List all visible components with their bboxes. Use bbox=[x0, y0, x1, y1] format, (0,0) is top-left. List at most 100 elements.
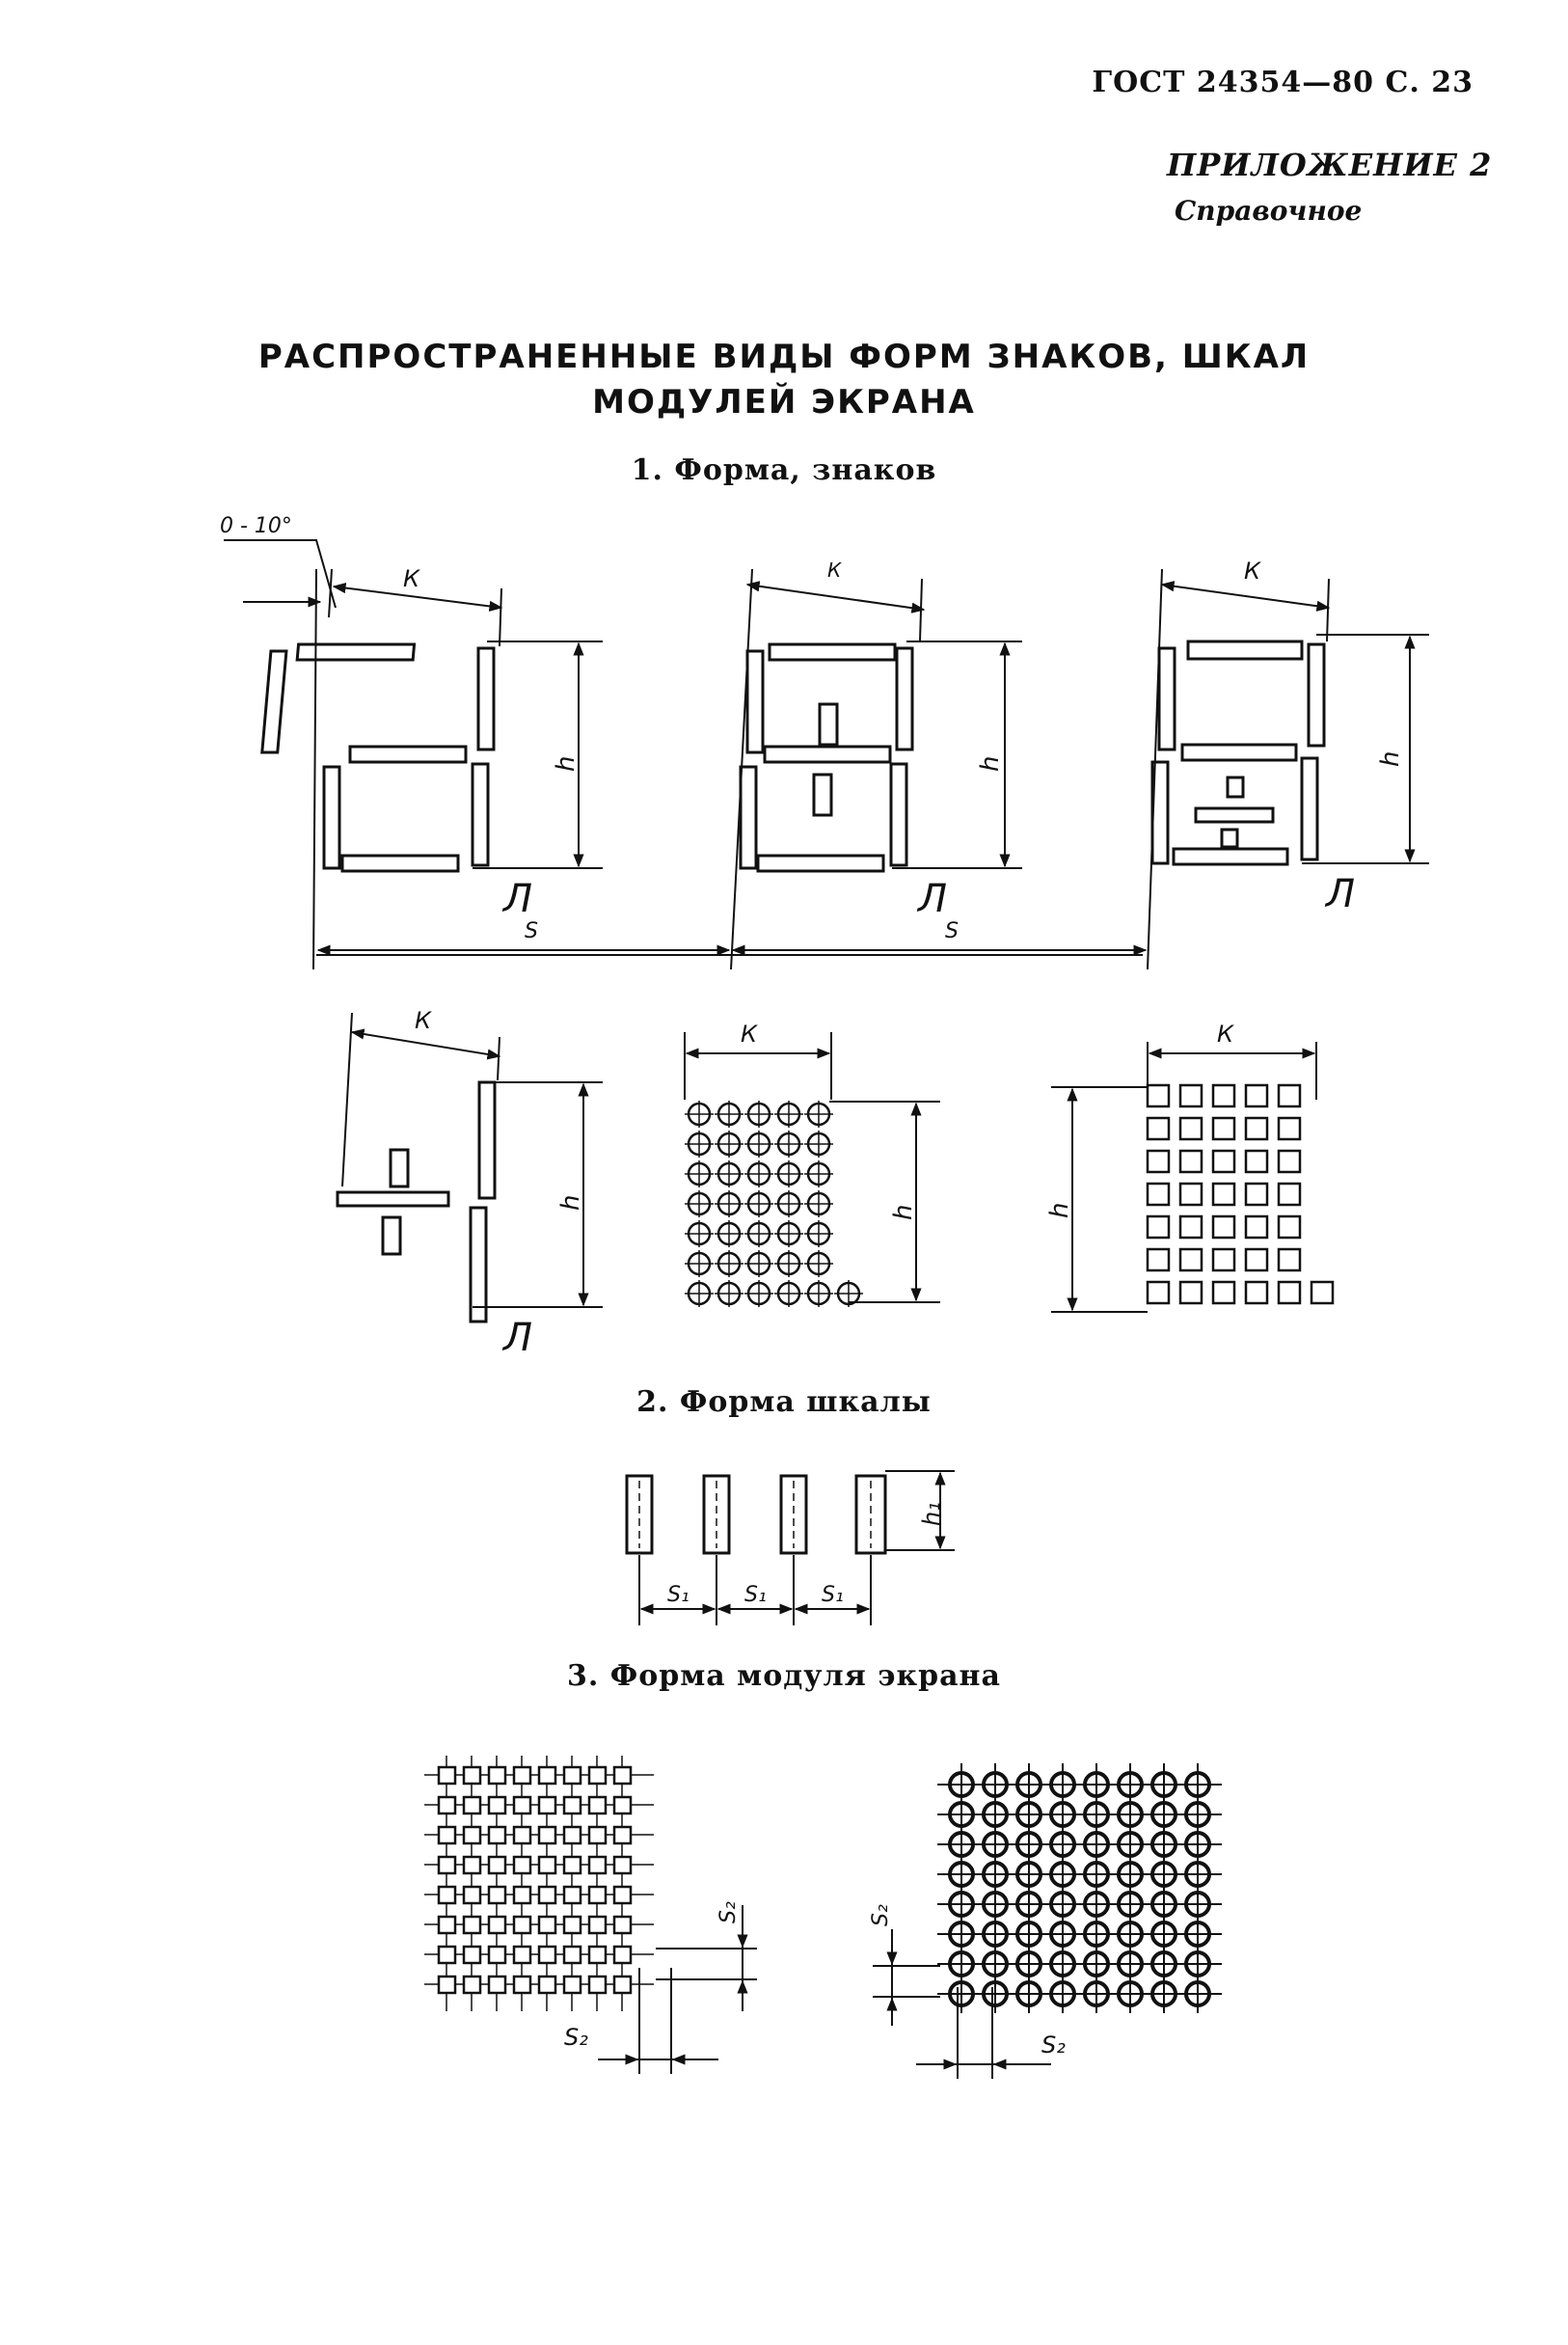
module-square bbox=[487, 1855, 507, 1875]
module-circle bbox=[1015, 1831, 1042, 1858]
matrix-square bbox=[1244, 1214, 1269, 1240]
module-square bbox=[612, 1945, 633, 1965]
sign-shape-3: К h Л bbox=[1147, 558, 1429, 970]
matrix-square bbox=[1178, 1247, 1203, 1272]
screen-module-squares: S₂ S₂ bbox=[424, 1756, 757, 2074]
segment-glyph-2: Л bbox=[916, 877, 947, 921]
module-square bbox=[462, 1795, 482, 1815]
module-circle bbox=[1015, 1771, 1042, 1798]
scale-shape: h₁ S₁ S₁ S₁ bbox=[625, 1470, 955, 1625]
matrix-square bbox=[1178, 1182, 1203, 1207]
module-square bbox=[612, 1915, 633, 1935]
module-square bbox=[537, 1765, 557, 1786]
matrix-square bbox=[1244, 1182, 1269, 1207]
dim-k-label-5: К bbox=[741, 1021, 758, 1048]
module-circle bbox=[1015, 1891, 1042, 1918]
module-square bbox=[512, 1945, 532, 1965]
module-circle bbox=[1117, 1921, 1144, 1948]
page-title-line-2: МОДУЛЕЙ ЭКРАНА bbox=[592, 383, 976, 422]
dot-matrix-sign-squares: К h bbox=[1045, 1021, 1335, 1313]
module-square bbox=[612, 1765, 633, 1786]
module-circle bbox=[1184, 1921, 1211, 1948]
section-title-sign-shape: 1. Форма, знаков bbox=[631, 453, 937, 487]
module-square bbox=[512, 1825, 532, 1845]
matrix-square bbox=[1211, 1214, 1236, 1240]
module-circle bbox=[1015, 1801, 1042, 1828]
module-circle bbox=[982, 1891, 1009, 1918]
module-circle bbox=[1049, 1771, 1076, 1798]
module-square bbox=[562, 1765, 582, 1786]
module-circle bbox=[1083, 1980, 1110, 2007]
module-square bbox=[512, 1915, 532, 1935]
module-circle bbox=[982, 1771, 1009, 1798]
module-circle bbox=[1150, 1861, 1177, 1888]
module-square bbox=[587, 1885, 608, 1905]
matrix-square bbox=[1244, 1149, 1269, 1174]
page-title-line-1: РАСПРОСТРАНЕННЫЕ ВИДЫ ФОРМ ЗНАКОВ, ШКАЛ bbox=[257, 338, 1311, 376]
module-square bbox=[437, 1825, 457, 1845]
module-square bbox=[487, 1795, 507, 1815]
module-square bbox=[612, 1825, 633, 1845]
module-square bbox=[437, 1795, 457, 1815]
segment-glyph-4: Л bbox=[501, 1316, 532, 1360]
module-circle bbox=[1184, 1771, 1211, 1798]
module-circle bbox=[982, 1980, 1009, 2007]
module-circle bbox=[1049, 1891, 1076, 1918]
matrix-square bbox=[1277, 1116, 1302, 1141]
sign-shape-2: К h Л bbox=[730, 559, 1022, 970]
module-circle bbox=[1117, 1861, 1144, 1888]
module-square bbox=[462, 1915, 482, 1935]
module-circle bbox=[1184, 1950, 1211, 1977]
dim-s-label-2: S bbox=[945, 919, 959, 943]
dim-s2-label-1v: S₂ bbox=[716, 1901, 741, 1923]
module-circle bbox=[982, 1921, 1009, 1948]
matrix-square bbox=[1244, 1280, 1269, 1305]
module-circle bbox=[1083, 1771, 1110, 1798]
module-square bbox=[562, 1885, 582, 1905]
module-circle bbox=[1184, 1861, 1211, 1888]
module-square bbox=[562, 1795, 582, 1815]
module-square bbox=[512, 1795, 532, 1815]
dim-s1-label-3: S₁ bbox=[822, 1583, 844, 1607]
module-circle bbox=[1117, 1950, 1144, 1977]
module-square bbox=[537, 1795, 557, 1815]
module-circle bbox=[1049, 1831, 1076, 1858]
matrix-square bbox=[1178, 1116, 1203, 1141]
module-square bbox=[537, 1915, 557, 1935]
dimension-s: S S bbox=[316, 919, 1148, 956]
module-square bbox=[512, 1975, 532, 1995]
dim-s1-label-2: S₁ bbox=[744, 1583, 767, 1607]
dim-h-label-2: h bbox=[976, 756, 1005, 772]
module-square bbox=[612, 1885, 633, 1905]
matrix-square bbox=[1310, 1280, 1335, 1305]
module-circle bbox=[948, 1831, 975, 1858]
matrix-square bbox=[1277, 1214, 1302, 1240]
section-title-scale-shape: 2. Форма шкалы bbox=[636, 1385, 932, 1419]
module-circle bbox=[1015, 1861, 1042, 1888]
module-square bbox=[462, 1975, 482, 1995]
module-square bbox=[587, 1765, 608, 1786]
module-circle bbox=[1117, 1891, 1144, 1918]
module-square bbox=[537, 1945, 557, 1965]
segment-glyph-3: Л bbox=[1324, 872, 1355, 916]
module-square bbox=[562, 1975, 582, 1995]
module-circle bbox=[1015, 1950, 1042, 1977]
module-square bbox=[462, 1885, 482, 1905]
module-circle bbox=[1083, 1950, 1110, 1977]
module-square bbox=[462, 1825, 482, 1845]
sign-shape-4: К h Л bbox=[336, 1007, 603, 1360]
module-circle bbox=[1049, 1861, 1076, 1888]
module-circle bbox=[1049, 1980, 1076, 2007]
module-square bbox=[437, 1885, 457, 1905]
module-square bbox=[612, 1975, 633, 1995]
module-circle bbox=[948, 1771, 975, 1798]
section-title-screen-module: 3. Форма модуля экрана bbox=[567, 1659, 1001, 1693]
module-circle bbox=[1150, 1771, 1177, 1798]
matrix-square bbox=[1211, 1149, 1236, 1174]
module-square bbox=[437, 1975, 457, 1995]
module-square bbox=[437, 1915, 457, 1935]
module-square bbox=[437, 1945, 457, 1965]
matrix-square bbox=[1146, 1247, 1171, 1272]
matrix-square bbox=[1277, 1247, 1302, 1272]
dim-h-label-5: h bbox=[889, 1205, 918, 1220]
